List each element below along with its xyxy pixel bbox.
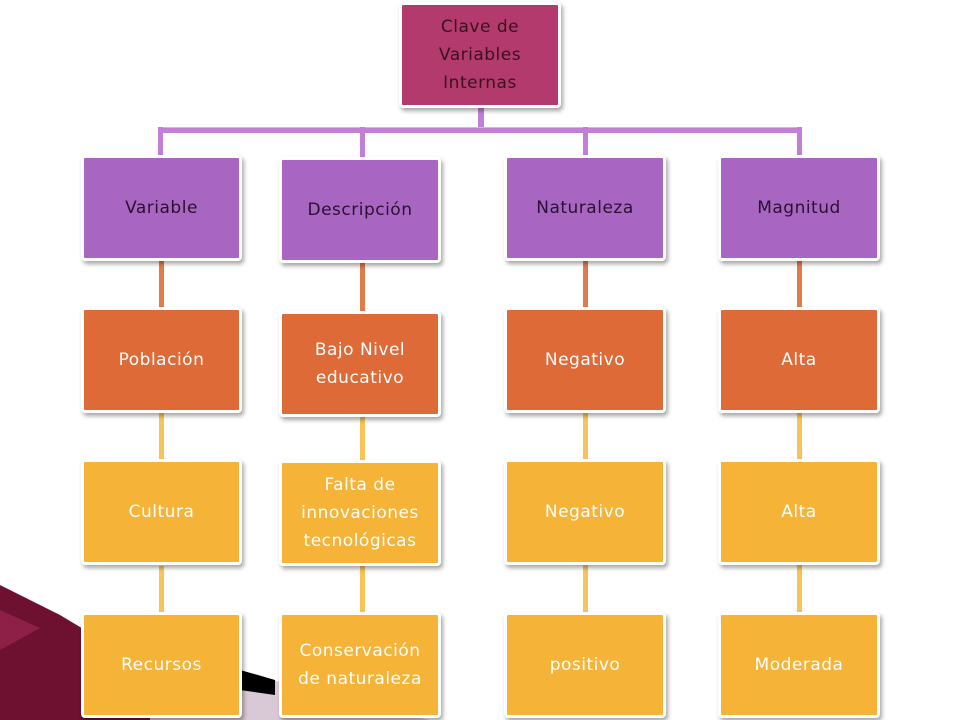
column-header-descripcion: Descripción: [279, 157, 441, 263]
col1-conn-2: [159, 412, 164, 462]
cell-label: Alta: [781, 350, 817, 370]
col2-conn-3: [360, 564, 365, 616]
column-header-label: Magnitud: [757, 198, 841, 218]
cell-label: Bajo Nivel educativo: [314, 340, 406, 388]
column-header-label: Descripción: [307, 200, 413, 220]
cell-variable-1: Población: [81, 307, 242, 413]
cell-naturaleza-1: Negativo: [504, 307, 666, 413]
col1-top-connector: [158, 127, 163, 157]
cell-descripcion-1: Bajo Nivel educativo: [279, 311, 441, 417]
column-header-variable: Variable: [81, 155, 242, 261]
cell-magnitud-3: Moderada: [718, 612, 880, 718]
cell-label: Alta: [781, 502, 817, 522]
cell-label: Negativo: [544, 350, 626, 370]
cell-naturaleza-2: Negativo: [504, 459, 666, 565]
cell-label: Cultura: [128, 502, 195, 522]
root-label: Clave de Variables Internas: [438, 17, 522, 93]
horizontal-connector: [160, 127, 802, 133]
column-header-magnitud: Magnitud: [718, 155, 880, 261]
col3-conn-3: [583, 564, 588, 616]
cell-label: positivo: [549, 655, 621, 675]
cell-descripcion-2: Falta de innovaciones tecnológicas: [279, 460, 441, 566]
cell-label: Recursos: [121, 655, 202, 675]
cell-label: Moderada: [754, 655, 844, 675]
column-header-naturaleza: Naturaleza: [504, 155, 666, 261]
cell-label: Población: [118, 350, 205, 370]
column-header-label: Naturaleza: [536, 198, 634, 218]
cell-label: Conservación de naturaleza: [298, 641, 422, 689]
cell-descripcion-3: Conservación de naturaleza: [279, 612, 441, 718]
root-connector: [478, 106, 484, 130]
col1-conn-1: [159, 260, 164, 310]
col4-conn-3: [797, 564, 802, 616]
col4-top-connector: [797, 127, 802, 157]
col2-conn-1: [360, 262, 365, 314]
cell-magnitud-1: Alta: [718, 307, 880, 413]
column-header-label: Variable: [125, 198, 198, 218]
cell-variable-2: Cultura: [81, 459, 242, 565]
col3-top-connector: [583, 127, 588, 157]
cell-variable-3: Recursos: [81, 612, 242, 718]
cell-naturaleza-3: positivo: [504, 612, 666, 718]
cell-label: Negativo: [544, 502, 626, 522]
col2-top-connector: [360, 127, 365, 157]
col2-conn-2: [360, 416, 365, 464]
cell-magnitud-2: Alta: [718, 459, 880, 565]
col1-conn-3: [159, 566, 164, 616]
cell-label: Falta de innovaciones tecnológicas: [301, 475, 419, 551]
root-node: Clave de Variables Internas: [399, 2, 561, 108]
col4-conn-1: [797, 260, 802, 310]
col3-conn-2: [583, 412, 588, 462]
col3-conn-1: [583, 260, 588, 310]
col4-conn-2: [797, 412, 802, 462]
